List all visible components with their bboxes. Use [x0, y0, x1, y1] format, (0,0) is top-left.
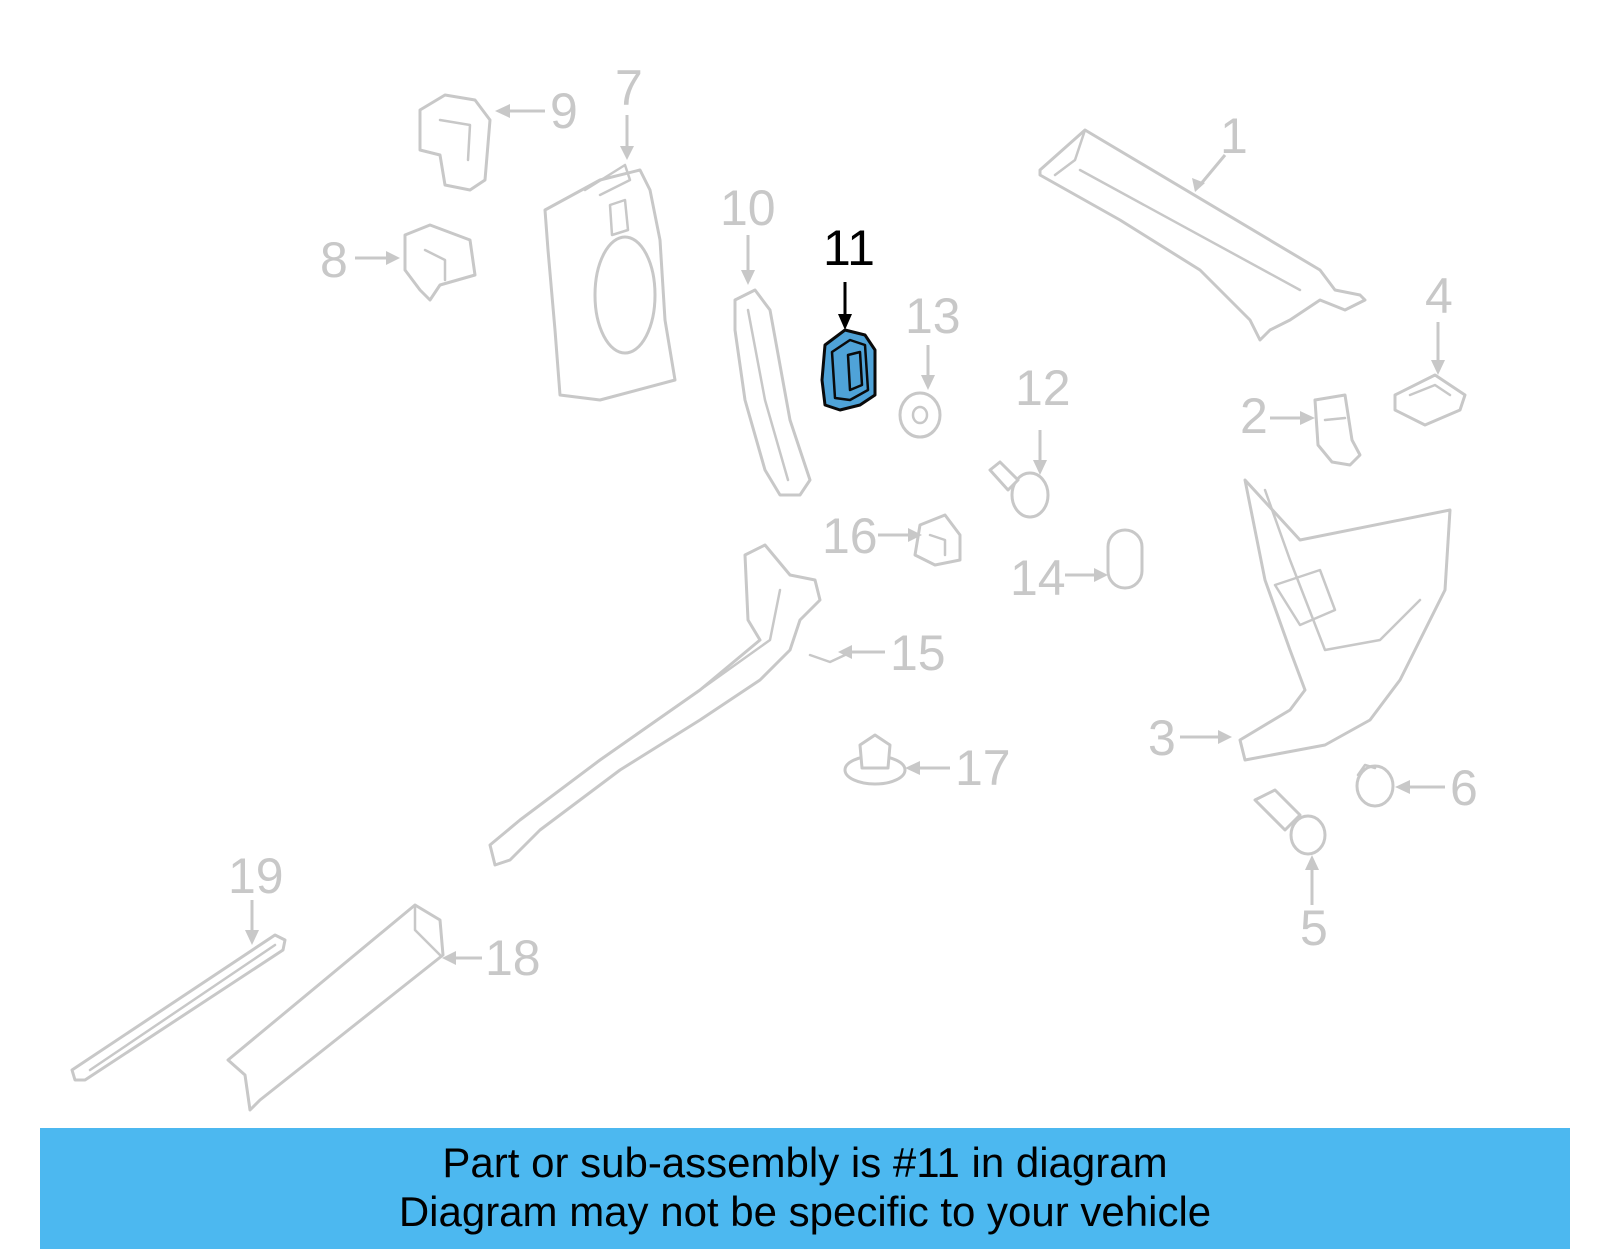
callout-8: 8 [320, 232, 400, 288]
part-5-push-pin[interactable] [1253, 788, 1327, 856]
part-6-cap[interactable] [1355, 763, 1395, 808]
callout-13: 13 [905, 288, 961, 390]
callout-14: 14 [1010, 550, 1108, 606]
callout-17-label: 17 [955, 740, 1011, 796]
info-banner: Part or sub-assembly is #11 in diagram D… [40, 1128, 1570, 1249]
part-11-cover-highlighted[interactable] [820, 328, 877, 412]
callout-5-label: 5 [1300, 900, 1328, 956]
callout-6: 6 [1395, 760, 1478, 816]
part-1-pillar-trim[interactable] [1038, 128, 1367, 342]
callout-16: 16 [822, 508, 922, 564]
part-18-sill-panel[interactable] [226, 903, 445, 1112]
part-19-scuff-strip[interactable] [70, 933, 287, 1082]
part-14-plug[interactable] [1106, 528, 1144, 590]
part-7-pillar-upper-trim[interactable] [543, 163, 677, 402]
callout-11-label: 11 [823, 220, 875, 276]
part-4-nut-clip[interactable] [1393, 373, 1467, 427]
part-2-clip[interactable] [1313, 393, 1362, 467]
callout-2: 2 [1240, 388, 1315, 444]
banner-line-1: Part or sub-assembly is #11 in diagram [442, 1139, 1168, 1186]
callout-1-label: 1 [1220, 108, 1248, 164]
callout-18-label: 18 [485, 930, 541, 986]
callout-13-label: 13 [905, 288, 961, 344]
callout-2-label: 2 [1240, 388, 1268, 444]
callout-12: 12 [1015, 360, 1071, 475]
callout-15-label: 15 [890, 625, 946, 681]
callout-5: 5 [1300, 855, 1328, 956]
callout-16-label: 16 [822, 508, 878, 564]
callout-6-label: 6 [1450, 760, 1478, 816]
part-9-bracket[interactable] [418, 93, 492, 192]
callout-9-label: 9 [550, 83, 578, 139]
part-3-kick-panel[interactable] [1238, 478, 1452, 762]
callout-1: 1 [1192, 108, 1248, 192]
part-16-clip[interactable] [913, 513, 962, 567]
part-13-washer[interactable] [898, 391, 942, 439]
callout-14-label: 14 [1010, 550, 1066, 606]
callout-10: 10 [720, 180, 776, 285]
callout-8-label: 8 [320, 232, 348, 288]
callout-10-label: 10 [720, 180, 776, 236]
part-15-sill-trim[interactable] [488, 543, 847, 867]
callout-17: 17 [905, 740, 1011, 796]
callout-9: 9 [495, 83, 578, 139]
callout-19-label: 19 [228, 848, 284, 904]
callout-19: 19 [228, 848, 284, 945]
callout-7-label: 7 [615, 60, 643, 116]
banner-line-2: Diagram may not be specific to your vehi… [398, 1188, 1212, 1235]
part-8-clip[interactable] [403, 223, 477, 302]
callout-4-label: 4 [1425, 268, 1453, 324]
callout-15: 15 [838, 625, 946, 681]
callout-18: 18 [442, 930, 541, 986]
callout-3-label: 3 [1148, 710, 1176, 766]
callout-7: 7 [615, 60, 643, 160]
part-17-nut[interactable] [843, 733, 907, 786]
part-10-strip[interactable] [733, 288, 812, 497]
part-12-screw[interactable] [988, 460, 1050, 519]
callout-3: 3 [1148, 710, 1232, 766]
callout-4: 4 [1425, 268, 1453, 375]
callout-11: 11 [823, 220, 875, 330]
callout-12-label: 12 [1015, 360, 1071, 416]
